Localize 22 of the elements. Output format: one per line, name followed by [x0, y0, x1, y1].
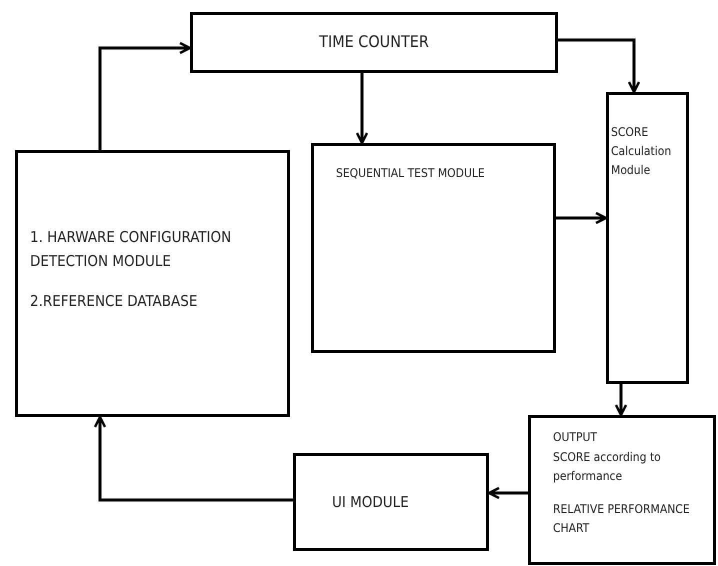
arrow	[356, 73, 368, 144]
arrow	[98, 42, 192, 150]
module-label: OUTPUT	[553, 429, 598, 446]
module-label: 1. HARWARE CONFIGURATION DETECTION MODULE	[30, 227, 232, 272]
arrow	[556, 212, 608, 224]
module-label: SCORE according to performance	[553, 449, 662, 486]
module-box	[311, 143, 556, 353]
module-box	[606, 92, 689, 384]
module-label: SEQUENTIAL TEST MODULE	[336, 165, 486, 182]
module-box	[293, 453, 489, 551]
arrow	[558, 38, 640, 94]
arrow	[488, 486, 528, 500]
module-label: SCORE Calculation Module	[611, 124, 672, 180]
module-box	[15, 150, 290, 417]
module-label: 2.REFERENCE DATABASE	[30, 291, 198, 312]
arrow	[94, 416, 293, 502]
module-box	[528, 415, 716, 565]
module-label: RELATIVE PERFORMANCE CHART	[553, 501, 691, 538]
module-label: UI MODULE	[332, 492, 410, 513]
arrow	[614, 384, 628, 416]
module-box	[190, 12, 558, 73]
module-label: TIME COUNTER	[318, 31, 430, 53]
